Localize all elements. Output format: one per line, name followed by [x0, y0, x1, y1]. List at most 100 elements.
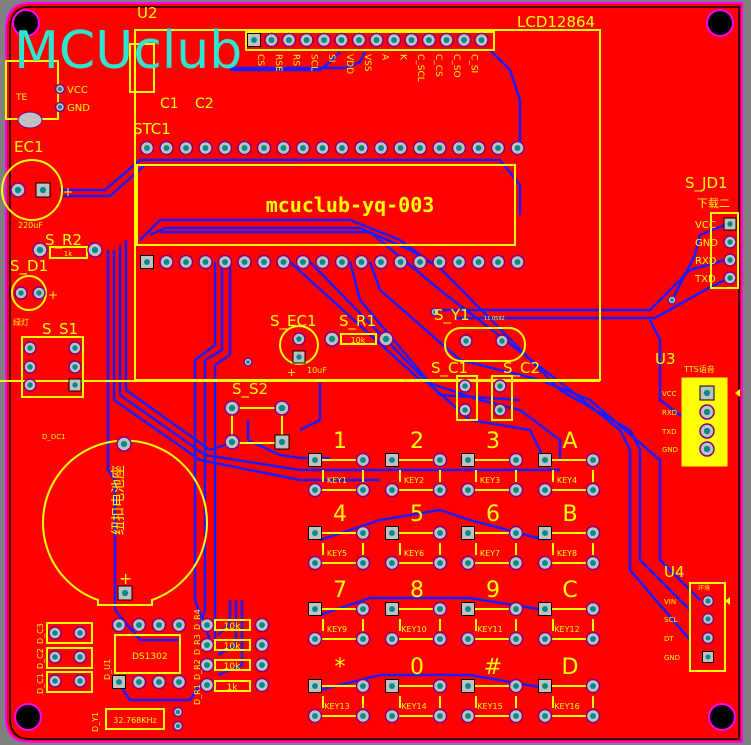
- drill-hole: [513, 487, 519, 493]
- drill-hole: [360, 683, 366, 689]
- drill-hole: [52, 678, 58, 684]
- drill-hole: [228, 438, 236, 446]
- drill-hole: [373, 37, 380, 43]
- trace: [319, 673, 546, 692]
- key-ref: KEY13: [324, 702, 349, 711]
- drill-hole: [77, 630, 83, 636]
- s-y1-value: 11.0592: [484, 316, 505, 322]
- drill-hole: [590, 636, 596, 642]
- drill-hole: [542, 606, 548, 612]
- d-r4-value: 10k: [224, 622, 241, 632]
- drill-hole: [202, 145, 209, 151]
- lcd-pin-label: C_SCL: [415, 54, 425, 82]
- key-label: B: [562, 502, 577, 527]
- drill-hole: [437, 683, 443, 689]
- d-y1-crystal: 32.768KHz: [113, 716, 156, 725]
- drill-hole: [705, 616, 711, 622]
- trace: [455, 278, 726, 320]
- drill-hole: [437, 606, 443, 612]
- s-s1-ref: S_S1: [42, 320, 78, 339]
- drill-hole: [465, 606, 471, 612]
- drill-hole: [542, 636, 548, 642]
- drill-hole: [542, 713, 548, 719]
- s-ec1-value: 10uF: [307, 366, 327, 375]
- drill-hole: [303, 37, 310, 43]
- board-edge: [9, 6, 740, 740]
- drill-hole: [319, 145, 326, 151]
- key-label: 7: [333, 578, 347, 603]
- lcd-pin-label: VDD: [344, 54, 354, 74]
- drill-hole: [52, 630, 58, 636]
- drill-hole: [163, 259, 170, 265]
- s-d1-note: 绿灯: [13, 317, 29, 327]
- drill-hole: [183, 259, 189, 265]
- drill-hole: [456, 259, 462, 265]
- lcd-pin-label: RSE: [273, 54, 283, 72]
- drill-hole: [727, 239, 733, 245]
- lcd-pin-label: C_SI: [469, 54, 479, 73]
- d-c2-outline: [46, 647, 93, 669]
- drill-hole: [204, 682, 210, 688]
- drill-hole: [18, 290, 24, 296]
- d-r4-ref: D_R4: [193, 609, 202, 630]
- drill-hole: [116, 679, 122, 685]
- s-r1-value: 10k: [351, 336, 366, 345]
- lcd-ref: LCD12864: [517, 13, 595, 31]
- trace: [217, 600, 232, 636]
- drill-hole: [36, 246, 44, 254]
- drill-hole: [705, 654, 711, 660]
- drill-hole: [175, 723, 181, 729]
- drill-hole: [286, 37, 292, 43]
- u4-pin-label: GND: [664, 654, 680, 662]
- d-r2-body: [214, 659, 251, 671]
- drill-hole: [417, 145, 423, 151]
- trace: [368, 261, 701, 601]
- drill-hole: [175, 709, 181, 715]
- drill-hole: [433, 310, 437, 314]
- drill-hole: [590, 683, 596, 689]
- drill-hole: [465, 560, 471, 566]
- u4-ref: U4: [664, 563, 685, 581]
- trace: [670, 223, 726, 301]
- s-y1-ref: S_Y1: [434, 306, 470, 325]
- drill-hole: [14, 186, 22, 194]
- drill-hole: [497, 383, 503, 389]
- drill-hole: [163, 145, 170, 151]
- drill-hole: [261, 145, 267, 151]
- trace: [348, 261, 521, 402]
- stc1-ref: STC1: [133, 120, 171, 138]
- trace: [319, 596, 546, 617]
- u2-mount-pad: [17, 111, 43, 129]
- drill-hole: [72, 345, 78, 351]
- key-ref: KEY9: [327, 625, 347, 634]
- trace: [139, 218, 431, 264]
- drill-hole: [382, 335, 390, 343]
- key-ref: KEY4: [557, 476, 577, 485]
- drill-hole: [261, 259, 267, 265]
- lcd-pin-label: SCL: [308, 54, 318, 71]
- drill-hole: [222, 259, 228, 265]
- trace: [118, 684, 202, 702]
- drill-hole: [670, 298, 674, 302]
- drill-hole: [202, 259, 209, 265]
- d-u1-body: [114, 634, 181, 674]
- mounting-holes: [12, 9, 736, 731]
- key-ref: KEY14: [401, 702, 426, 711]
- drill-hole: [27, 345, 33, 351]
- drill-hole: [241, 259, 248, 265]
- d-r2-ref: D_R2: [193, 659, 202, 680]
- drill-hole: [378, 259, 384, 265]
- drill-hole: [513, 713, 519, 719]
- lcd-pin-label: CS: [255, 54, 265, 66]
- drill-hole: [513, 683, 519, 689]
- drill-hole: [513, 636, 519, 642]
- mounting-hole: [706, 9, 734, 37]
- s-c2-outline: [491, 375, 513, 421]
- key-label: C: [562, 578, 577, 603]
- drill-hole: [77, 654, 83, 660]
- s-jd1-pin-label: RXD: [695, 256, 717, 267]
